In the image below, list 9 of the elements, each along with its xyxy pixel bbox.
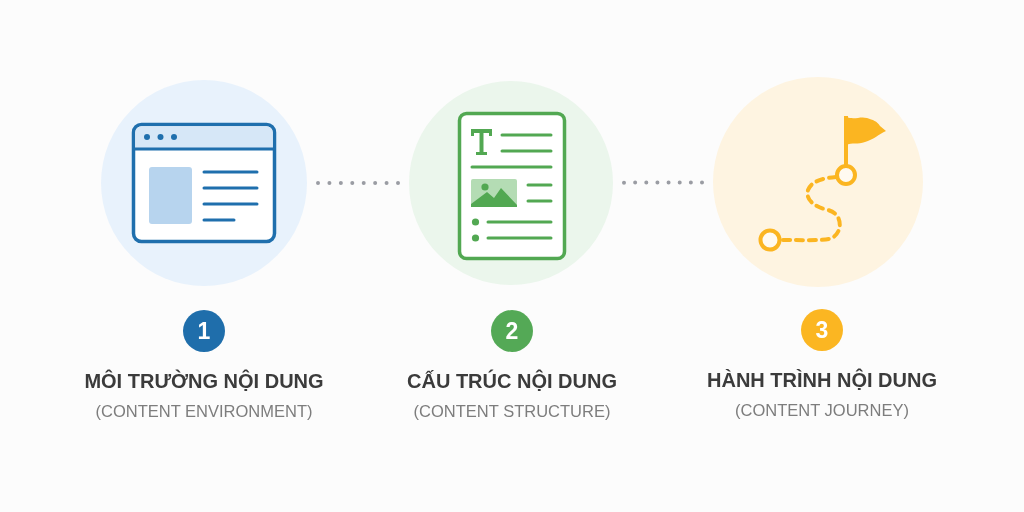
step-number-badge: 3 [801,309,843,351]
step-subtitle: (CONTENT ENVIRONMENT) [95,401,313,422]
step-number-badge: 1 [183,310,225,352]
step-number-badge: 2 [491,310,533,352]
step-title: CẤU TRÚC NỘI DUNG [407,368,617,394]
step-subtitle: (CONTENT STRUCTURE) [413,401,611,422]
step-subtitle: (CONTENT JOURNEY) [735,400,909,421]
step-title: HÀNH TRÌNH NỘI DUNG [707,367,937,393]
step-title: MÔI TRƯỜNG NỘI DUNG [84,368,324,394]
